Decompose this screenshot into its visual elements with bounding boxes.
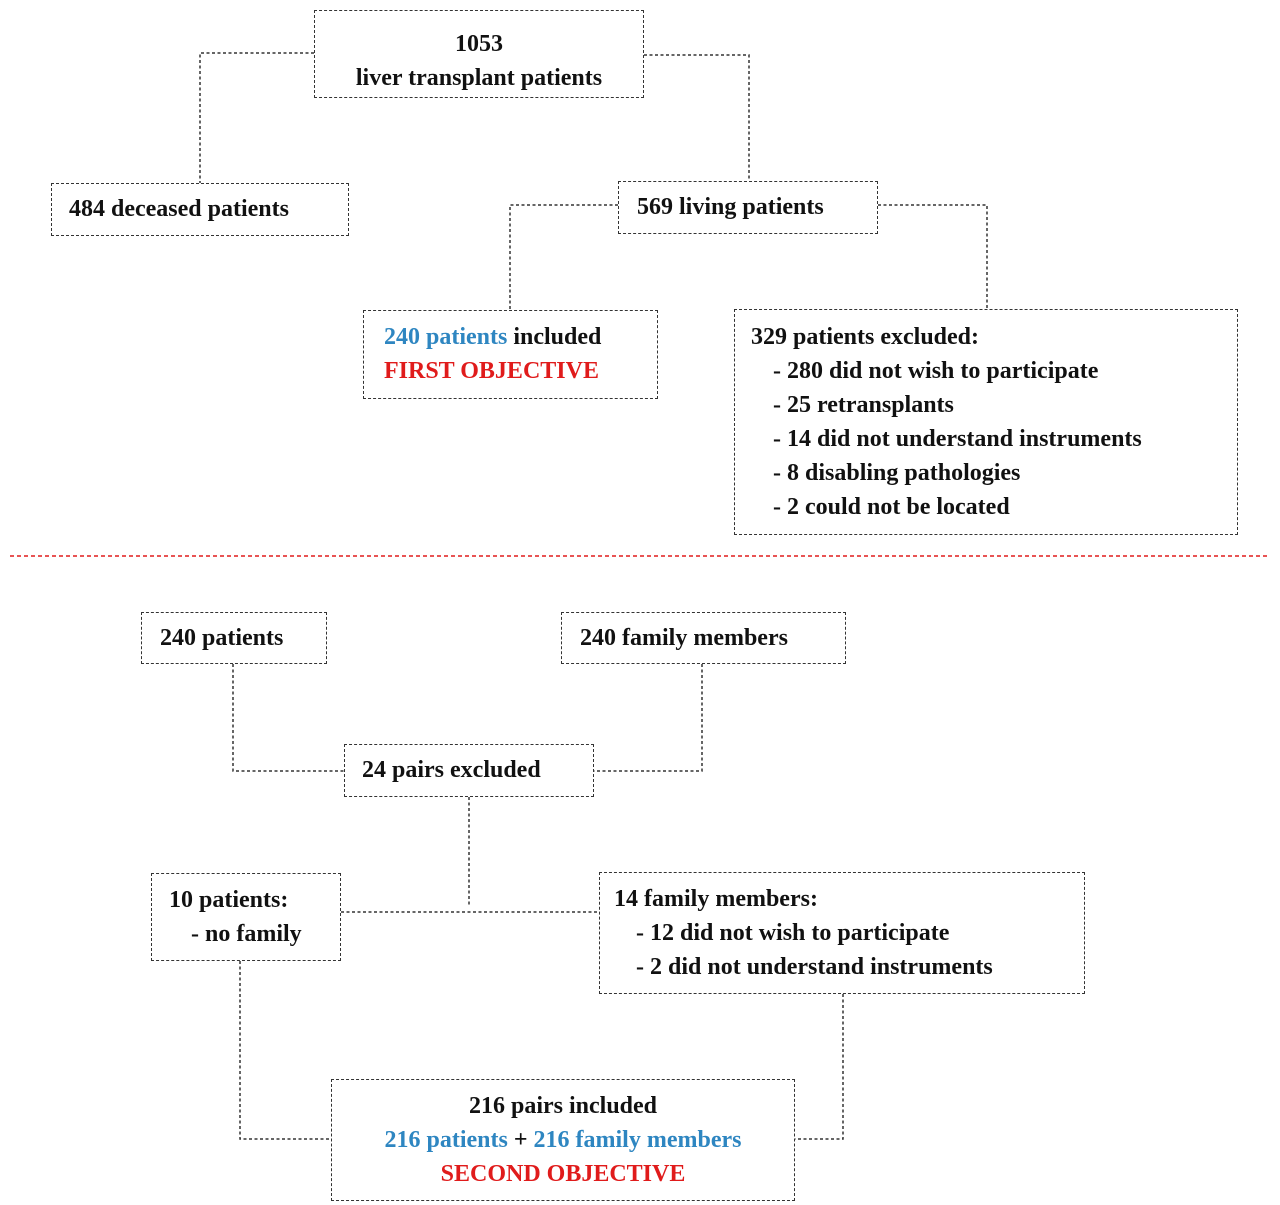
total-patients-box: 1053 liver transplant patients [314,10,644,98]
connector-living-to-included [509,204,618,310]
family-members-240-box: 240 family members [561,612,846,664]
pairs-excluded-box: 24 pairs excluded [344,744,594,797]
patients-240-label: 240 patients [160,625,284,651]
family-14-reason: - 12 did not wish to participate [636,920,950,946]
second-objective-label: SECOND OBJECTIVE [440,1161,686,1187]
pairs-included-box: 216 pairs included 216 patients + 216 fa… [331,1079,795,1201]
connector-total-to-living [644,54,750,181]
total-label: liver transplant patients [355,65,603,91]
first-objective-label: FIRST OBJECTIVE [384,358,599,384]
family-14-reason: - 2 did not understand instruments [636,954,993,980]
final-patients: 216 patients [384,1127,508,1153]
family-members-14-box: 14 family members: - 12 did not wish to … [599,872,1085,994]
excluded-reason: - 25 retransplants [773,392,954,418]
connector-nofamily-to-final [239,961,331,1140]
included-count: 240 patients [384,324,508,350]
family-240-label: 240 family members [580,625,788,651]
included-patients-box: 240 patients included FIRST OBJECTIVE [363,310,658,399]
total-count: 1053 [455,31,503,57]
excluded-reason: - 280 did not wish to participate [773,358,1099,384]
connector-family-to-pairs [594,664,703,772]
final-heading: 216 pairs included [468,1093,658,1119]
no-family-box: 10 patients: - no family [151,873,341,961]
connector-patients-to-pairs [232,664,344,772]
living-patients-box: 569 living patients [618,181,878,234]
final-plus: + [507,1127,534,1153]
excluded-reason: - 8 disabling pathologies [773,460,1021,486]
final-composition: 216 patients + 216 family members [332,1123,794,1157]
included-line: 240 patients included [384,320,657,354]
excluded-patients-box: 329 patients excluded: - 280 did not wis… [734,309,1238,535]
no-family-reason: - no family [191,921,302,947]
deceased-patients-box: 484 deceased patients [51,183,349,236]
living-label: 569 living patients [637,194,824,220]
connector-living-to-excluded [878,204,988,309]
deceased-label: 484 deceased patients [69,196,289,222]
no-family-heading: 10 patients: [169,887,289,913]
excluded-heading: 329 patients excluded: [751,324,979,350]
patients-240-box: 240 patients [141,612,327,664]
included-suffix: included [507,324,602,350]
excluded-reason: - 2 could not be located [773,494,1010,520]
family-14-heading: 14 family members: [614,886,818,912]
connector-total-to-deceased [199,52,314,183]
connector-fam14-to-final [795,994,844,1140]
final-family: 216 family members [533,1127,742,1153]
excluded-reason: - 14 did not understand instruments [773,426,1142,452]
pairs-excluded-label: 24 pairs excluded [362,757,541,783]
